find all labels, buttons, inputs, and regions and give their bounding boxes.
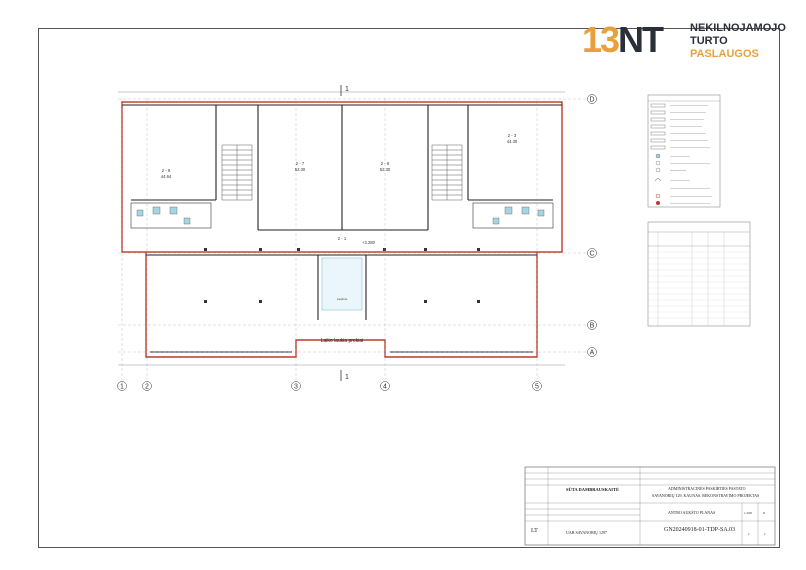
wc-block-left bbox=[130, 202, 212, 229]
room-area: 44.30 bbox=[507, 139, 518, 144]
tb-page-left: 1 bbox=[748, 532, 750, 536]
logo-mark: 13NT bbox=[582, 19, 664, 60]
grid-col-5: 5 bbox=[535, 384, 539, 391]
company-logo: 13NT NEKILNOJAMOJO TURTO PASLAUGOS bbox=[582, 19, 786, 64]
grid-row-markers: D C B A bbox=[587, 94, 597, 357]
atrium-shaft bbox=[321, 257, 363, 311]
atrium-label: Laiptinė bbox=[337, 297, 348, 301]
room-id: 2 - 3 bbox=[508, 133, 517, 138]
room-id: 2 - 6 bbox=[381, 161, 390, 166]
room-area: 52.30 bbox=[380, 167, 391, 172]
structural-columns bbox=[204, 248, 480, 303]
grid-col-1: 1 bbox=[120, 384, 124, 391]
grid-row-d: D bbox=[589, 97, 594, 104]
logo-line1: NEKILNOJAMOJO bbox=[690, 22, 786, 34]
wc-block-right bbox=[472, 202, 554, 229]
drawing-sheet-frame bbox=[38, 28, 780, 548]
grid-axes bbox=[118, 98, 590, 380]
staircase-right bbox=[431, 144, 463, 201]
grid-column-markers: 1 2 3 4 5 bbox=[117, 381, 542, 391]
room-area: 44.64 bbox=[161, 174, 172, 179]
grid-col-3: 3 bbox=[294, 384, 298, 391]
tb-org: SŪTA DAMBRAUSKAITĖ bbox=[566, 487, 620, 492]
interior-walls bbox=[122, 104, 562, 353]
legend-panel bbox=[647, 94, 721, 208]
tb-project-subtitle: SAVANORIŲ 129, KAUNAS, REKONSTRAVIMO PRO… bbox=[652, 493, 760, 498]
room-labels: 2 - 9 44.64 2 - 7 52.30 2 - 6 52.30 2 - … bbox=[161, 133, 518, 344]
exterior-walls bbox=[121, 101, 563, 358]
logo-mark-part1: 13 bbox=[582, 19, 620, 60]
section-marker-top: 1 bbox=[345, 86, 349, 93]
tb-page-right: 1 bbox=[764, 532, 766, 536]
tb-sheet-no: 6 bbox=[763, 511, 765, 515]
tb-country: LT bbox=[531, 528, 538, 534]
central-hall-label: 2 - 1 bbox=[338, 236, 347, 241]
section-marker-bottom: 1 bbox=[345, 374, 349, 381]
logo-line2: TURTO bbox=[690, 35, 728, 47]
logo-mark-part2: NT bbox=[618, 19, 664, 60]
tb-doc-code: GN20240918-01-TDP-SA.03 bbox=[664, 527, 736, 533]
area-schedule-table bbox=[647, 221, 751, 327]
grid-col-4: 4 bbox=[383, 384, 387, 391]
tb-address: UAB SAVANORIŲ 1297 bbox=[566, 530, 607, 535]
entrance-label: Laiko laukia prekiai bbox=[321, 338, 364, 344]
staircase-left bbox=[221, 144, 253, 201]
tb-sheet-title: ANTRO AUKŠTO PLANAS bbox=[668, 510, 716, 515]
grid-row-b: B bbox=[590, 323, 595, 330]
grid-row-a: A bbox=[590, 350, 595, 357]
title-block bbox=[524, 466, 776, 546]
room-area: 52.30 bbox=[295, 167, 306, 172]
room-id: 2 - 9 bbox=[162, 168, 171, 173]
tb-project-title: ADMINISTRACINĖS PASKIRTIES PASTATO bbox=[668, 486, 746, 491]
grid-row-c: C bbox=[589, 251, 594, 258]
room-id: 2 - 7 bbox=[296, 161, 305, 166]
logo-line3: PASLAUGOS bbox=[690, 48, 759, 60]
grid-col-2: 2 bbox=[145, 384, 149, 391]
level-mark: +3.280 bbox=[362, 240, 376, 245]
tb-scale: 1:100 bbox=[744, 511, 752, 515]
